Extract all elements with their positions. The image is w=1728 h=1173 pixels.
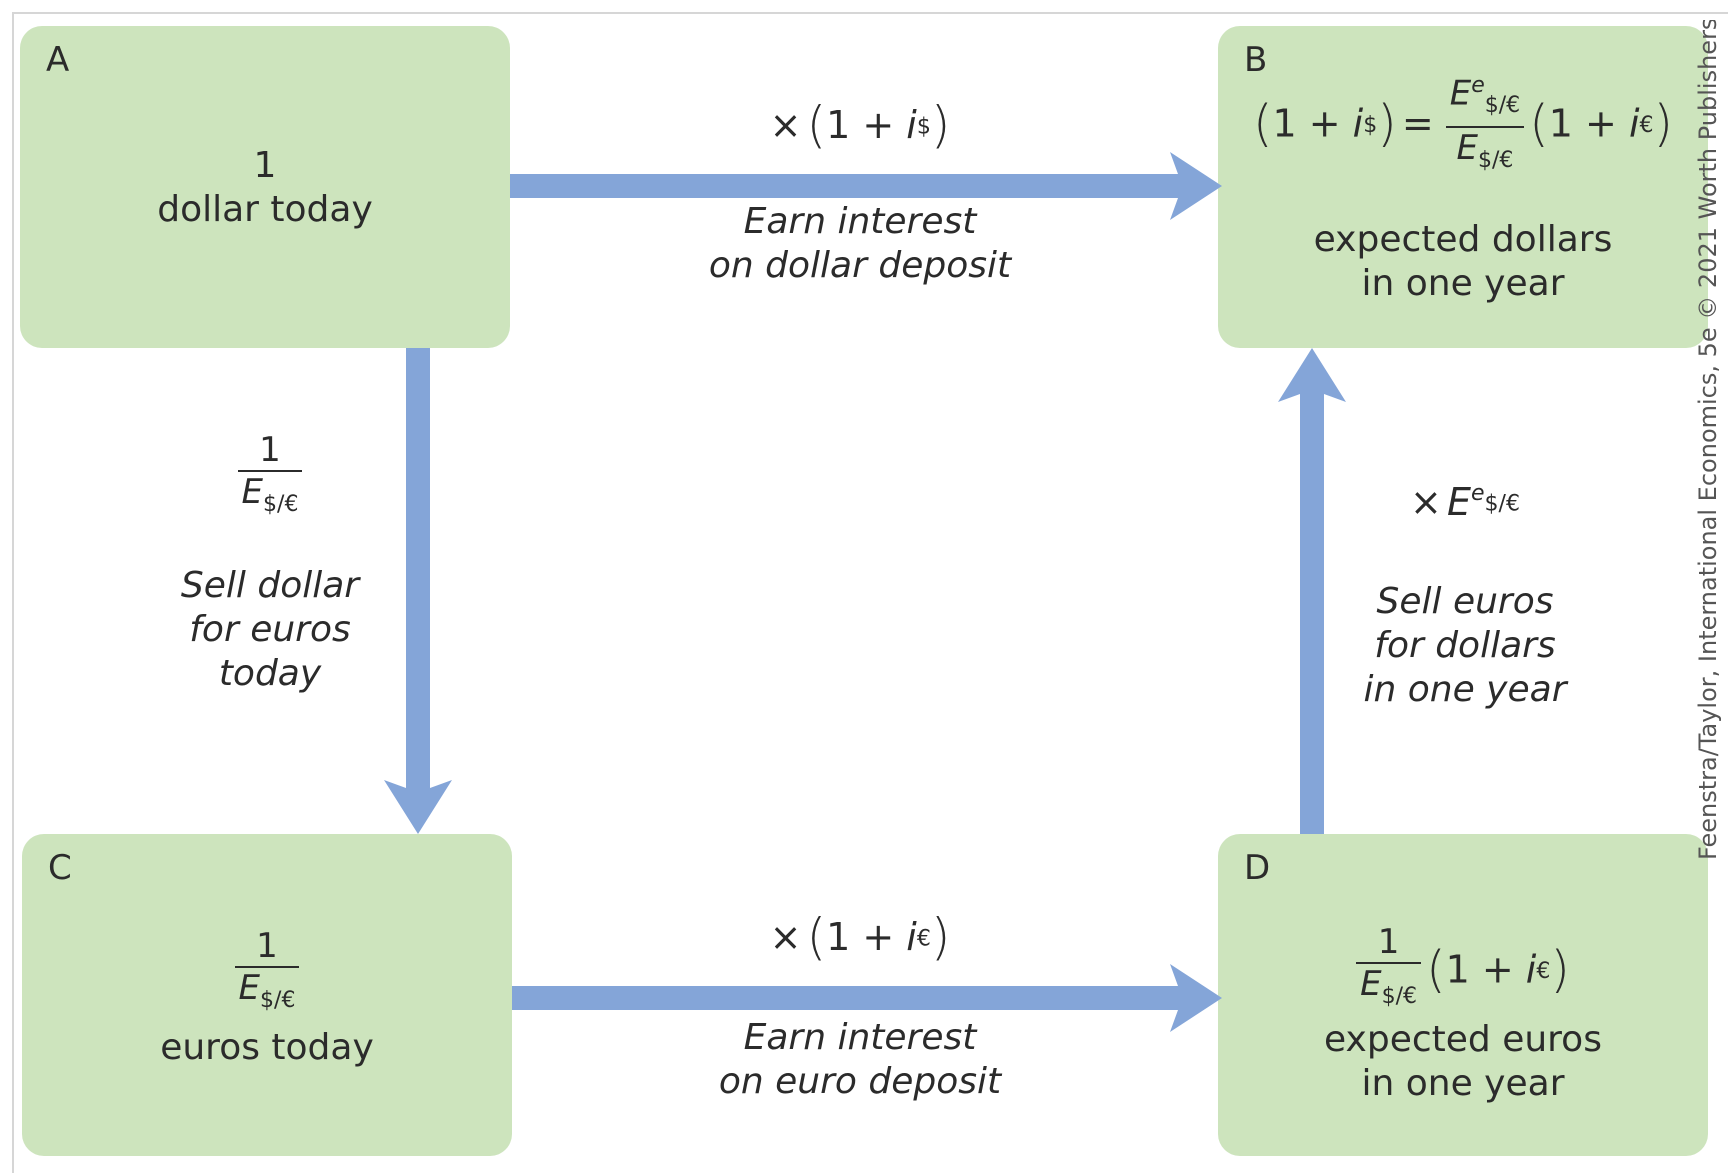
right-label-line1: Sell euros — [1376, 581, 1554, 622]
copyright-credit: Feenstra/Taylor, International Economics… — [1688, 20, 1728, 860]
bottom-label-line1: Earn interest — [743, 1017, 977, 1058]
box-b-formula: (1 + i$) = Ee$/€ E$/€ (1 + i€) — [1218, 66, 1708, 181]
box-c-fraction: 1 E$/€ — [22, 926, 512, 1021]
bottom-label-line2: on euro deposit — [718, 1061, 1002, 1102]
top-label-line1: Earn interest — [743, 201, 977, 242]
figure-frame — [12, 12, 1728, 1173]
arrow-a-to-b-shape — [510, 152, 1222, 220]
box-b-rate-fraction: Ee$/€ E$/€ — [1445, 66, 1525, 181]
box-b-caption-line2: in one year — [1361, 263, 1565, 304]
box-b-expected-dollars: B (1 + i$) = Ee$/€ E$/€ (1 + i€) expecte… — [1218, 26, 1708, 348]
box-a-value: 1 — [253, 145, 277, 186]
box-b-letter: B — [1244, 40, 1268, 80]
box-d-formula: 1 E$/€ (1 + i€) — [1218, 922, 1708, 1017]
box-b-caption-line1: expected dollars — [1313, 219, 1613, 260]
top-label-line2: on dollar deposit — [708, 245, 1012, 286]
copyright-credit-text: Feenstra/Taylor, International Economics… — [1694, 20, 1722, 860]
box-c-euros-today: C 1 E$/€ euros today — [22, 834, 512, 1156]
box-d-caption-line1: expected euros — [1324, 1019, 1602, 1060]
arrow-a-to-b — [510, 150, 1222, 222]
box-c-letter: C — [48, 848, 72, 888]
arrow-d-to-b-shape — [1278, 348, 1346, 834]
top-multiplier: × (1 + i$) — [769, 96, 951, 154]
box-d-caption-line2: in one year — [1361, 1063, 1565, 1104]
box-a-dollar-today: A 1 dollar today — [20, 26, 510, 348]
box-a-letter: A — [46, 40, 70, 80]
left-label-line1: Sell dollar — [180, 565, 360, 606]
left-label-line3: today — [218, 653, 322, 694]
box-a-caption: dollar today — [157, 189, 373, 230]
right-label-line2: for dollars — [1374, 625, 1556, 666]
arrow-c-to-d — [512, 962, 1222, 1034]
left-fraction: 1 E$/€ — [140, 430, 400, 525]
box-d-expected-euros: D 1 E$/€ (1 + i€) expected euros in one … — [1218, 834, 1708, 1156]
arrow-a-to-c-shape — [384, 348, 452, 834]
bottom-multiplier: × (1 + i€) — [769, 908, 951, 966]
arrow-c-to-d-shape — [512, 964, 1222, 1032]
arrow-d-to-b — [1276, 348, 1348, 834]
left-label-line2: for euros — [189, 609, 351, 650]
arrow-a-to-c — [382, 348, 454, 834]
box-d-letter: D — [1244, 848, 1271, 888]
box-c-caption: euros today — [160, 1027, 374, 1068]
right-label-line3: in one year — [1363, 669, 1567, 710]
right-multiplier: × Ee$/€ — [1410, 480, 1520, 524]
